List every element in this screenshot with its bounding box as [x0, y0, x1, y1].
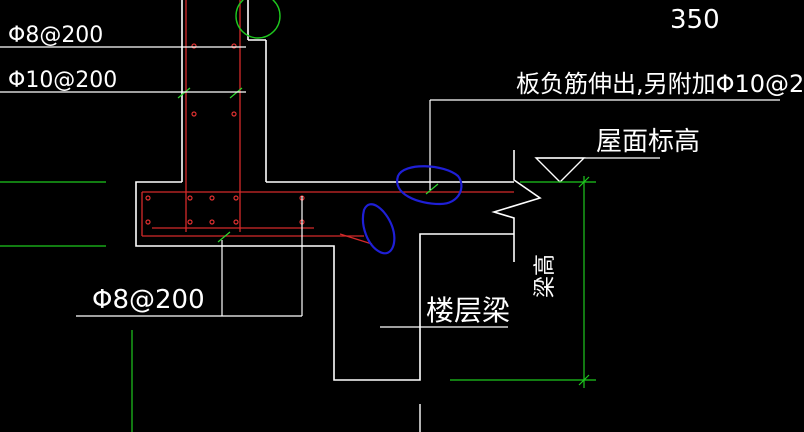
rebar-dot — [233, 219, 239, 225]
rebar-dot — [191, 111, 197, 117]
tick-mark — [177, 87, 191, 99]
rebar-dot — [231, 43, 237, 49]
rebar-dot — [209, 195, 215, 201]
annotation-circle-top — [396, 165, 463, 206]
annotation-circle-bottom — [361, 203, 396, 255]
structure-outline — [135, 0, 542, 381]
circle-marker-icon — [235, 0, 281, 39]
rebar-dot — [233, 195, 239, 201]
top-dimension-label: 350 — [670, 5, 720, 35]
elevation-triangle-icon — [534, 157, 586, 183]
dim-tick-top — [578, 176, 590, 188]
leader-lines — [0, 46, 780, 328]
rebar-phi8-top-label: Φ8@200 — [8, 23, 103, 48]
dimension-lines — [0, 176, 596, 432]
slab-beam-outline — [135, 181, 514, 381]
beam-height-label: 梁高 — [533, 254, 558, 298]
break-line-icon — [491, 150, 542, 262]
rebar-dots — [145, 43, 305, 225]
tick-mark — [217, 231, 231, 243]
leader-ticks — [177, 87, 439, 243]
slab-note-label: 板负筋伸出,另附加Φ10@200 — [516, 70, 804, 98]
rebar-dot — [187, 195, 193, 201]
rebar-hook — [339, 233, 373, 245]
rebar-dot — [145, 219, 151, 225]
annotations — [361, 165, 463, 255]
tick-mark — [425, 183, 439, 195]
dim-tick-bottom — [578, 374, 590, 386]
rebar-dot — [187, 219, 193, 225]
rebar-phi10-label: Φ10@200 — [8, 68, 117, 93]
tick-mark — [229, 87, 243, 99]
rebar-group — [141, 0, 514, 245]
floor-beam-label: 楼层梁 — [426, 294, 510, 327]
rebar-phi8-bottom-label: Φ8@200 — [92, 285, 205, 315]
rebar-dot — [191, 43, 197, 49]
rebar-dot — [231, 111, 237, 117]
roof-elevation-label: 屋面标高 — [596, 127, 700, 157]
rebar-dot — [145, 195, 151, 201]
rebar-dot — [209, 219, 215, 225]
